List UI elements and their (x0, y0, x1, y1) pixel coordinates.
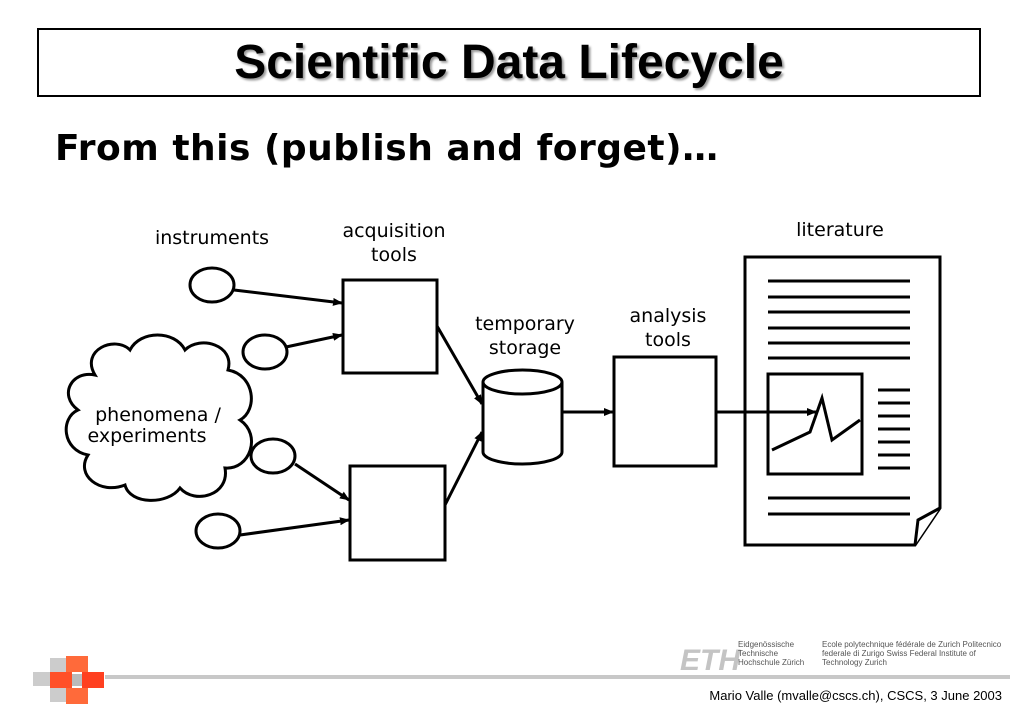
cscs-logo (33, 656, 104, 704)
temporary-storage-cylinder (481, 368, 564, 466)
document-figure (766, 372, 864, 476)
instruments-label: instruments (155, 227, 269, 249)
arrow-instrument-3 (294, 462, 350, 502)
instrument-4 (194, 512, 242, 550)
phenomena-label-2: experiments (87, 425, 206, 447)
flow-arrows (233, 288, 817, 537)
instrument-2 (241, 333, 289, 371)
phenomena-label-1: phenomena / (95, 404, 221, 426)
slide-title: Scientific Data Lifecycle (234, 36, 784, 89)
literature-label: literature (796, 219, 884, 241)
acquisition-label-1: acquisition (342, 220, 445, 242)
analysis-label-1: analysis (630, 305, 707, 327)
phenomena-cloud (64, 333, 253, 502)
eth-line-1: Eidgenössische Technische Hochschule Zür… (738, 640, 805, 667)
analysis-tool (612, 355, 718, 468)
title-box: Scientific Data Lifecycle (37, 28, 981, 97)
eth-logo-mark: ETH (680, 644, 741, 677)
slide-subtitle: From this (publish and forget)… (55, 128, 719, 169)
arrow-instrument-4 (239, 517, 350, 537)
document-folded-corner (913, 506, 941, 546)
acquisition-tool-2 (348, 464, 447, 562)
storage-label-2: storage (489, 337, 561, 359)
document-text-lines (768, 279, 910, 516)
arrow-acquisition-1-storage (435, 325, 484, 405)
figure-plot-line (771, 392, 861, 452)
instrument-3 (249, 437, 297, 475)
arrow-instrument-2 (285, 332, 343, 349)
footer-credit: Mario Valle (mvalle@cscs.ch), CSCS, 3 Ju… (709, 688, 1002, 703)
acquisition-label-2: tools (371, 244, 417, 266)
eth-line-2: Ecole polytechnique fédérale de Zurich P… (822, 640, 1002, 667)
arrow-acquisition-2-storage (443, 431, 484, 506)
storage-label-1: temporary (475, 313, 575, 335)
instrument-1 (188, 266, 236, 304)
analysis-label-2: tools (645, 329, 691, 351)
acquisition-tool-1 (341, 278, 439, 375)
arrow-instrument-1 (233, 288, 343, 306)
